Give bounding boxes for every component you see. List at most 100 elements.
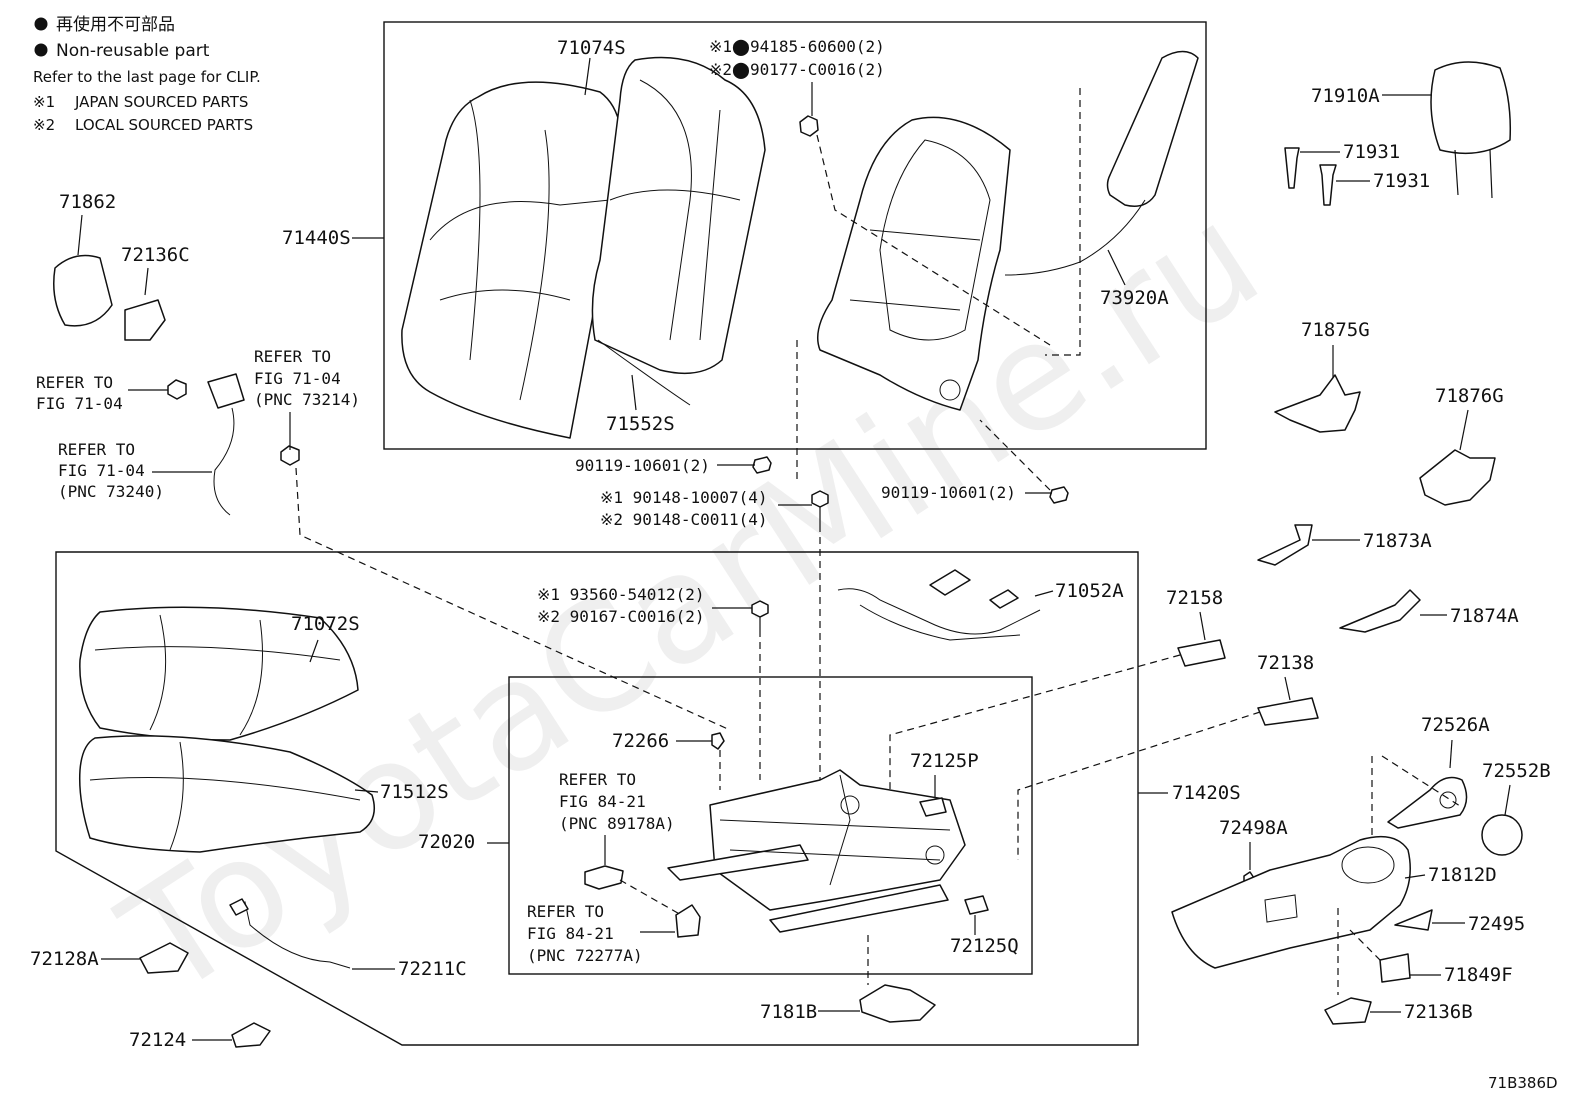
- legend-non-reusable-jp: 再使用不可部品: [56, 14, 175, 35]
- trim-71874A-drawing: [1339, 589, 1421, 633]
- part-label-71931-b[interactable]: 71931: [1373, 170, 1430, 192]
- cover-71862-drawing: [53, 254, 113, 327]
- fastener-label-90119-left[interactable]: 90119-10601(2): [575, 456, 710, 475]
- part-label-71875G[interactable]: 71875G: [1301, 319, 1370, 341]
- fastener-label-93560-54012[interactable]: ※1 93560-54012(2): [537, 585, 705, 604]
- ref-label-1-line2[interactable]: FIG 71-04: [36, 394, 123, 413]
- cap-72552B-drawing: [1481, 814, 1523, 856]
- part-label-71072S[interactable]: 71072S: [291, 613, 360, 635]
- trim-71876G-drawing: [1419, 449, 1496, 506]
- fastener-label-90167-C0016[interactable]: ※2 90167-C0016(2): [537, 607, 705, 626]
- non-reusable-dot-icon: [34, 43, 48, 57]
- part-label-72498A[interactable]: 72498A: [1219, 817, 1288, 839]
- headrest-drawing: [1430, 61, 1512, 199]
- part-label-72211C[interactable]: 72211C: [398, 958, 467, 980]
- seatback-group-box: [383, 21, 1207, 450]
- trim-71875G-drawing: [1274, 374, 1361, 433]
- wire-harness-71052A-drawing: [837, 569, 1041, 641]
- clip-72128A-drawing: [139, 942, 189, 974]
- ref-label-3-line3[interactable]: (PNC 73240): [58, 482, 164, 501]
- part-label-71910A[interactable]: 71910A: [1311, 85, 1380, 107]
- part-label-73920A[interactable]: 73920A: [1100, 287, 1169, 309]
- legend-source2-mark: ※2: [33, 116, 55, 134]
- part-label-72266[interactable]: 72266: [612, 730, 669, 752]
- part-label-72138[interactable]: 72138: [1257, 652, 1314, 674]
- cover-72136B-drawing: [1324, 997, 1372, 1025]
- pad-71849F-drawing: [1379, 953, 1411, 983]
- seat-adjuster-drawing: [667, 769, 966, 933]
- part-label-71052A[interactable]: 71052A: [1055, 580, 1124, 602]
- legend-non-reusable-en: Non-reusable part: [56, 41, 210, 61]
- ref-label-5-line1[interactable]: REFER TO: [527, 902, 604, 921]
- part-label-71849F[interactable]: 71849F: [1444, 964, 1513, 986]
- ref-label-4-line1[interactable]: REFER TO: [559, 770, 636, 789]
- ref-label-4-line2[interactable]: FIG 84-21: [559, 792, 646, 811]
- part-label-72125Q[interactable]: 72125Q: [950, 935, 1019, 957]
- clip-72138-drawing: [1257, 697, 1319, 726]
- side-shield-71812D-drawing: [1171, 835, 1411, 969]
- part-label-72125P[interactable]: 72125P: [910, 750, 979, 772]
- ref-label-3-line2[interactable]: FIG 71-04: [58, 461, 145, 480]
- seatback-frame-drawing: [817, 116, 1011, 411]
- ref-label-1-line1[interactable]: REFER TO: [36, 373, 113, 392]
- part-label-72124[interactable]: 72124: [129, 1029, 186, 1051]
- clip-72266-drawing: [711, 732, 725, 750]
- motor-89178A-drawing: [584, 865, 624, 890]
- center-bolts-drawing: [751, 456, 1069, 630]
- part-label-72136C[interactable]: 72136C: [121, 244, 190, 266]
- non-reusable-dot-icon: [34, 17, 48, 31]
- seatback-cover-drawing: [401, 81, 624, 439]
- seatback-nut-drawing: [799, 115, 819, 137]
- ref-label-5-line3[interactable]: (PNC 72277A): [527, 946, 643, 965]
- part-label-71420S[interactable]: 71420S: [1172, 782, 1241, 804]
- legend: 再使用不可部品 Non-reusable part Refer to the l…: [33, 14, 261, 134]
- part-label-71074S[interactable]: 71074S: [557, 37, 626, 59]
- part-label-72552B[interactable]: 72552B: [1482, 760, 1551, 782]
- headrest-guide-drawing: [1284, 147, 1337, 206]
- part-label-72136B[interactable]: 72136B: [1404, 1001, 1473, 1023]
- legend-source2-text: LOCAL SOURCED PARTS: [75, 116, 253, 134]
- part-label-72020[interactable]: 72020: [418, 831, 475, 853]
- ref-label-3-line1[interactable]: REFER TO: [58, 440, 135, 459]
- seatback-pad-drawing: [591, 56, 766, 406]
- fastener-label-90148-C0011[interactable]: ※2 90148-C0011(4): [600, 510, 768, 529]
- legend-source1-mark: ※1: [33, 93, 55, 111]
- clip-72495-drawing: [1394, 909, 1433, 931]
- fastener-label-90177-C0016[interactable]: ※2⬤90177-C0016(2): [709, 60, 885, 79]
- part-label-71876G[interactable]: 71876G: [1435, 385, 1504, 407]
- ref-label-2-line2[interactable]: FIG 71-04: [254, 369, 341, 388]
- cushion-cover-drawing: [79, 606, 359, 741]
- part-label-72128A[interactable]: 72128A: [30, 948, 99, 970]
- cover-72136C-drawing: [124, 299, 166, 341]
- fastener-label-94185-60600[interactable]: ※1⬤94185-60600(2): [709, 37, 885, 56]
- clip-72125P-drawing: [919, 797, 947, 817]
- part-label-71812D[interactable]: 71812D: [1428, 864, 1497, 886]
- ref-label-2-line3[interactable]: (PNC 73214): [254, 390, 360, 409]
- part-label-7181B[interactable]: 7181B: [760, 1001, 817, 1023]
- part-label-72495[interactable]: 72495: [1468, 913, 1525, 935]
- clip-72124-drawing: [231, 1022, 271, 1048]
- part-label-72158[interactable]: 72158: [1166, 587, 1223, 609]
- part-label-71862[interactable]: 71862: [59, 191, 116, 213]
- ref-label-4-line3[interactable]: (PNC 89178A): [559, 814, 675, 833]
- legend-clip-note: Refer to the last page for CLIP.: [33, 68, 261, 86]
- part-label-71440S[interactable]: 71440S: [282, 227, 351, 249]
- wire-72211C-drawing: [229, 898, 351, 969]
- part-label-72526A[interactable]: 72526A: [1421, 714, 1490, 736]
- seatbelt-buckle-drawing: [167, 373, 300, 516]
- fastener-label-90119-right[interactable]: 90119-10601(2): [881, 483, 1016, 502]
- clip-72125Q-drawing: [964, 895, 989, 915]
- ref-label-5-line2[interactable]: FIG 84-21: [527, 924, 614, 943]
- ref-label-2-line1[interactable]: REFER TO: [254, 347, 331, 366]
- part-label-71552S[interactable]: 71552S: [606, 413, 675, 435]
- part-label-71873A[interactable]: 71873A: [1363, 530, 1432, 552]
- part-label-71931-a[interactable]: 71931: [1343, 141, 1400, 163]
- cushion-pad-drawing: [78, 735, 375, 853]
- cushion-group-box: [55, 551, 1139, 1046]
- legend-source1-text: JAPAN SOURCED PARTS: [74, 93, 248, 111]
- part-label-71512S[interactable]: 71512S: [380, 781, 449, 803]
- bracket-72277A-drawing: [675, 904, 701, 938]
- part-label-71874A[interactable]: 71874A: [1450, 605, 1519, 627]
- fastener-label-90148-10007[interactable]: ※1 90148-10007(4): [600, 488, 768, 507]
